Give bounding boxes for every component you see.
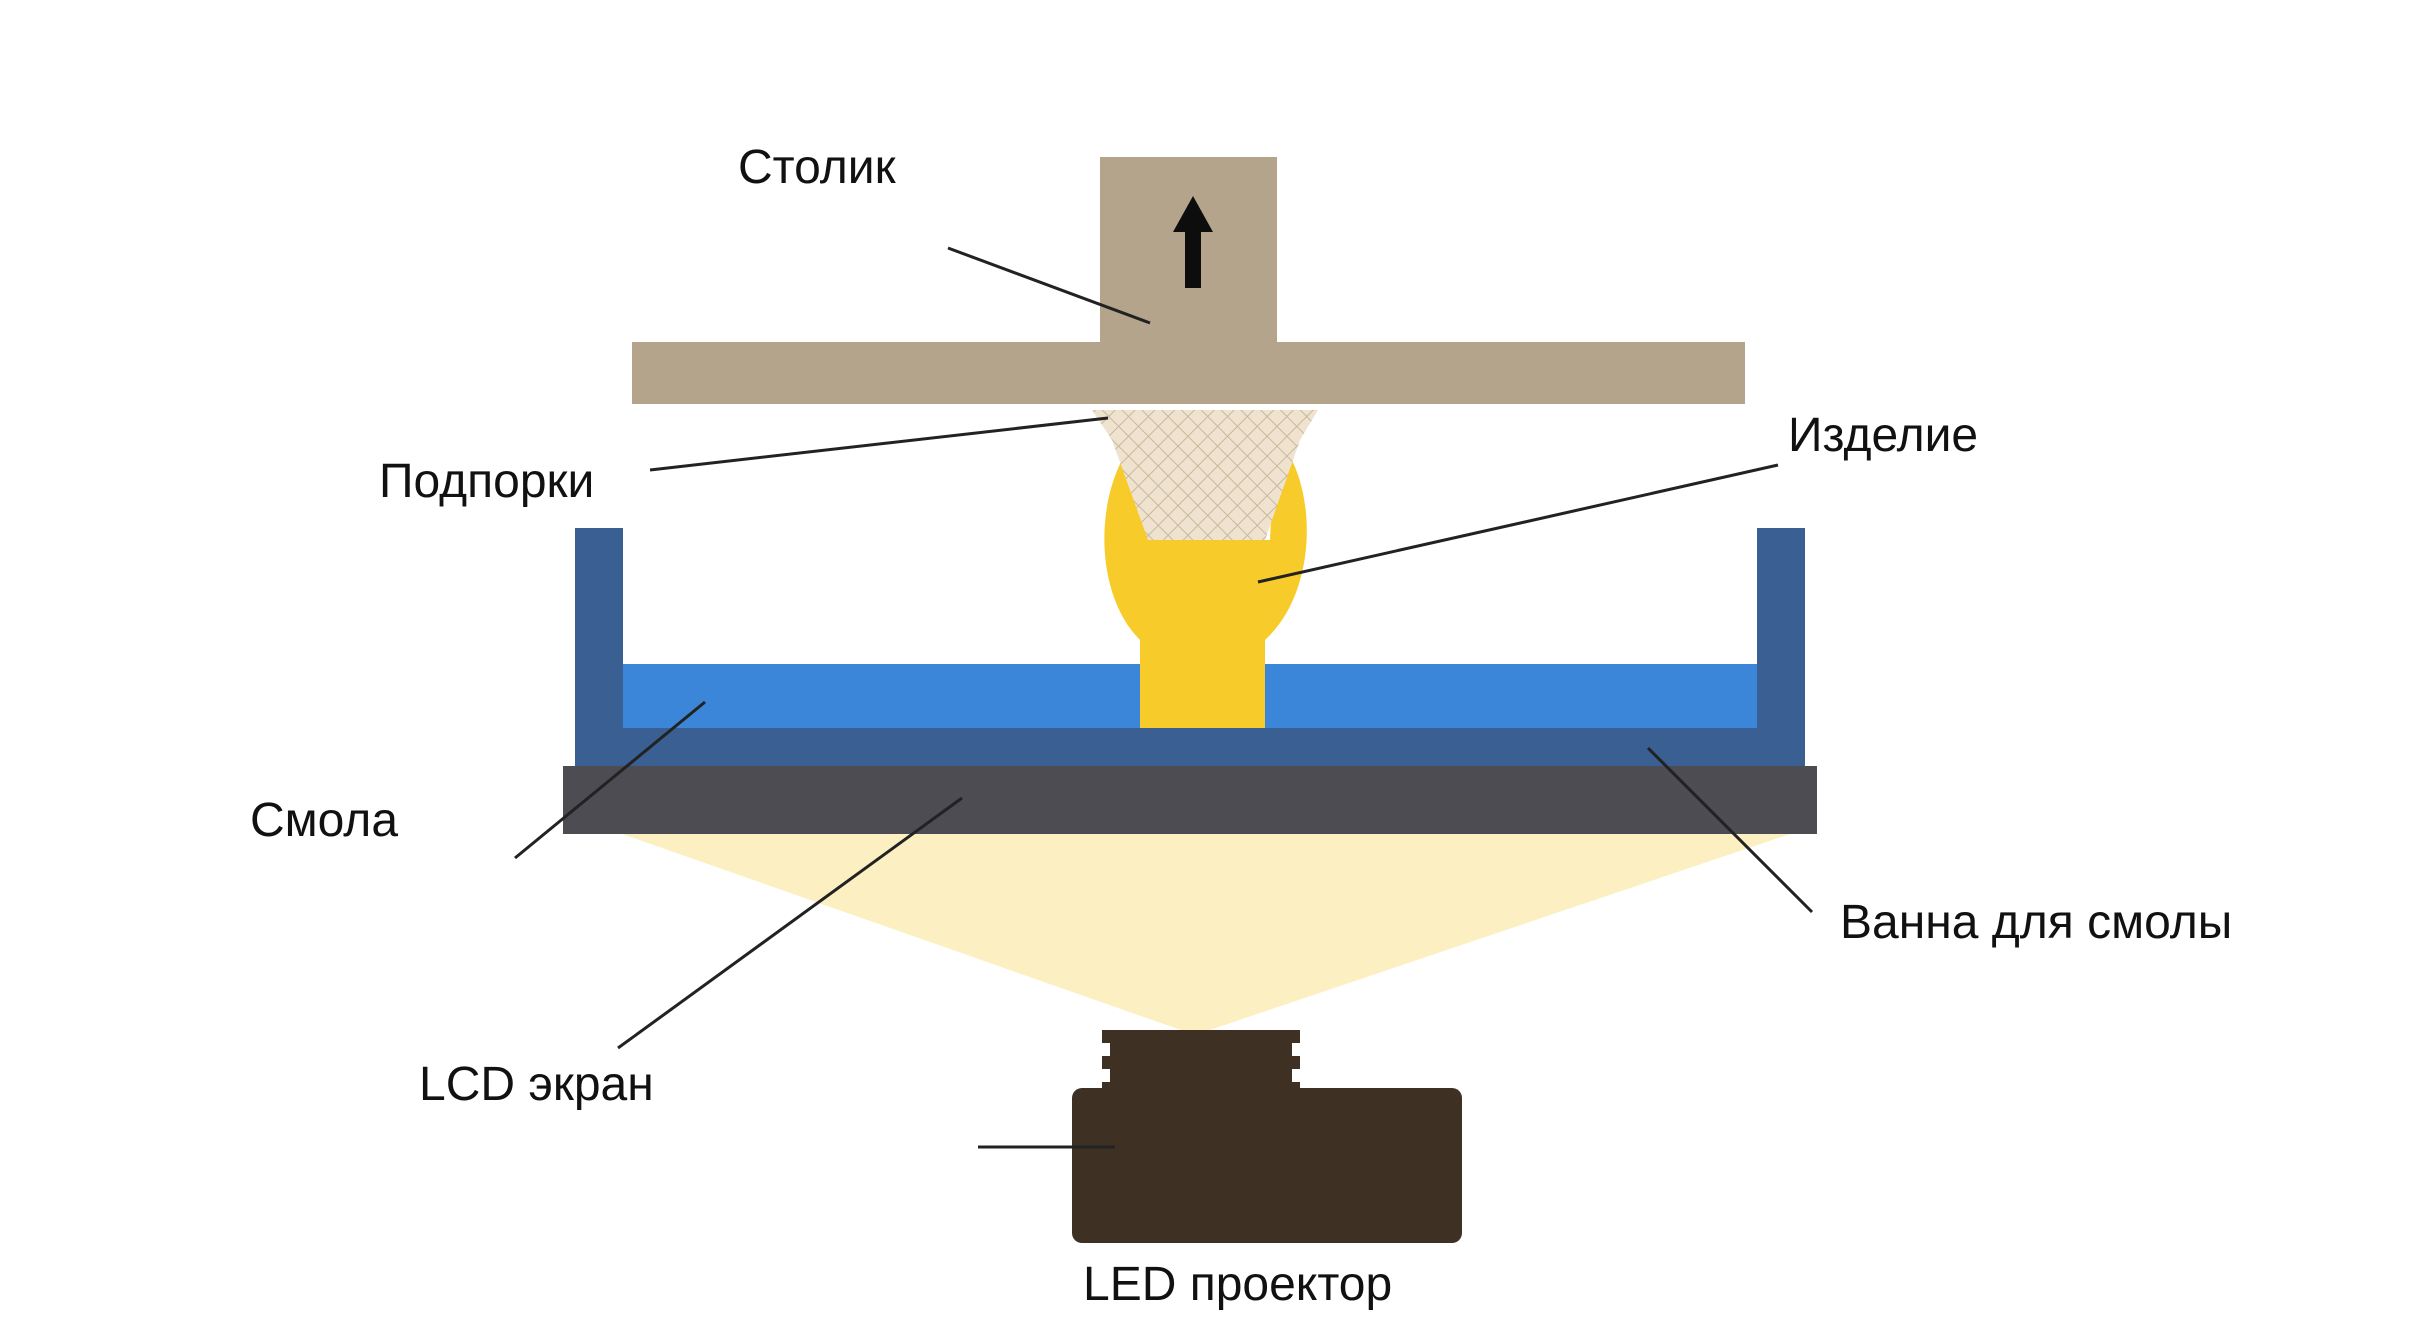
vat-left-wall <box>575 528 623 758</box>
leader-lcd <box>617 796 963 1050</box>
label-vat: Ванна для смолы <box>1840 896 2232 949</box>
leader-lines <box>514 246 1814 1149</box>
platform-plate <box>632 342 1745 404</box>
leader-resin <box>514 700 706 860</box>
label-lcd: LCD экран <box>419 1058 654 1111</box>
leader-supports <box>649 416 1109 472</box>
arrow-up-icon <box>1173 196 1213 288</box>
lcd-screen <box>563 766 1817 834</box>
label-resin: Смола <box>250 794 398 847</box>
printed-product <box>1104 435 1307 728</box>
label-product: Изделие <box>1788 409 1978 462</box>
vat-right-wall <box>1757 528 1805 758</box>
leader-product <box>1257 463 1779 584</box>
vat-bottom <box>575 728 1805 768</box>
label-platform: Столик <box>738 141 897 194</box>
label-led: LED проектор <box>1083 1258 1392 1311</box>
label-supports: Подпорки <box>379 455 594 508</box>
led-projector <box>1072 1088 1462 1243</box>
projector-lens <box>1102 1030 1300 1090</box>
leader-vat <box>1646 746 1814 914</box>
leader-platform <box>947 246 1151 325</box>
supports <box>1092 410 1318 540</box>
light-cone <box>605 828 1808 1035</box>
